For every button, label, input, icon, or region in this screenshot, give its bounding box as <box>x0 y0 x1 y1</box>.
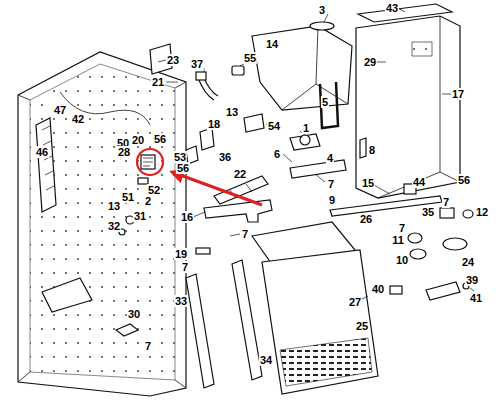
callout-number: 46 <box>35 146 49 158</box>
callout-number: 16 <box>180 211 194 223</box>
callout-number: 8 <box>368 144 376 156</box>
callout-number: 55 <box>243 52 257 64</box>
callout-number: 30 <box>127 308 141 320</box>
callout-number: 41 <box>469 292 483 304</box>
callout-number: 4 <box>326 152 334 164</box>
callout-number: 13 <box>225 106 239 118</box>
highlight-arrow <box>172 172 262 205</box>
callout-number: 11 <box>391 234 405 246</box>
callout-number: 44 <box>412 176 426 188</box>
callout-number: 14 <box>265 38 279 50</box>
callout-number: 19 <box>174 248 188 260</box>
callout-number: 29 <box>363 56 377 68</box>
callout-number: 28 <box>117 146 131 158</box>
callout-number: 7 <box>442 196 450 208</box>
callout-number: 47 <box>53 104 67 116</box>
cabinet-liner <box>18 52 186 396</box>
callout-number: 40 <box>371 283 385 295</box>
callout-number: 10 <box>395 254 409 266</box>
callout-number: 26 <box>359 213 373 225</box>
lower-grille <box>262 250 378 394</box>
callout-number: 34 <box>259 354 273 366</box>
callout-number: 35 <box>421 206 435 218</box>
callout-number: 56 <box>176 162 190 174</box>
highlight-circle <box>137 149 163 175</box>
callout-number: 37 <box>190 58 204 70</box>
callout-number: 6 <box>273 148 281 160</box>
callout-number: 25 <box>355 320 369 332</box>
callout-number: 3 <box>318 4 326 16</box>
callout-number: 56 <box>153 133 167 145</box>
callout-number: 18 <box>207 118 221 130</box>
callout-number: 42 <box>71 113 85 125</box>
callout-number: 1 <box>302 122 310 134</box>
callout-number: 36 <box>218 151 232 163</box>
callout-number: 7 <box>181 261 189 273</box>
callout-number: 17 <box>451 88 465 100</box>
callout-number: 39 <box>465 274 479 286</box>
callout-number: 12 <box>475 206 489 218</box>
callout-number: 51 <box>121 191 135 203</box>
callout-number: 7 <box>241 228 249 240</box>
callout-number: 7 <box>327 178 335 190</box>
callout-number: 31 <box>133 210 147 222</box>
callout-number: 20 <box>131 134 145 146</box>
callout-number: 43 <box>385 2 399 14</box>
callout-number: 33 <box>174 295 188 307</box>
callout-number: 5 <box>321 96 329 108</box>
callout-number: 32 <box>107 220 121 232</box>
callout-number: 13 <box>107 200 121 212</box>
callout-number: 7 <box>144 340 152 352</box>
callout-number: 23 <box>166 54 180 66</box>
callout-number: 54 <box>267 120 281 132</box>
callout-number: 27 <box>348 296 362 308</box>
callout-number: 21 <box>151 76 165 88</box>
callout-number: 56 <box>457 174 471 186</box>
callout-number: 24 <box>461 256 475 268</box>
rear-panel <box>356 16 460 198</box>
callout-number: 15 <box>361 177 375 189</box>
callout-number: 22 <box>233 168 247 180</box>
callout-number: 2 <box>144 195 152 207</box>
callout-number: 9 <box>328 194 336 206</box>
callout-number: 7 <box>398 222 406 234</box>
